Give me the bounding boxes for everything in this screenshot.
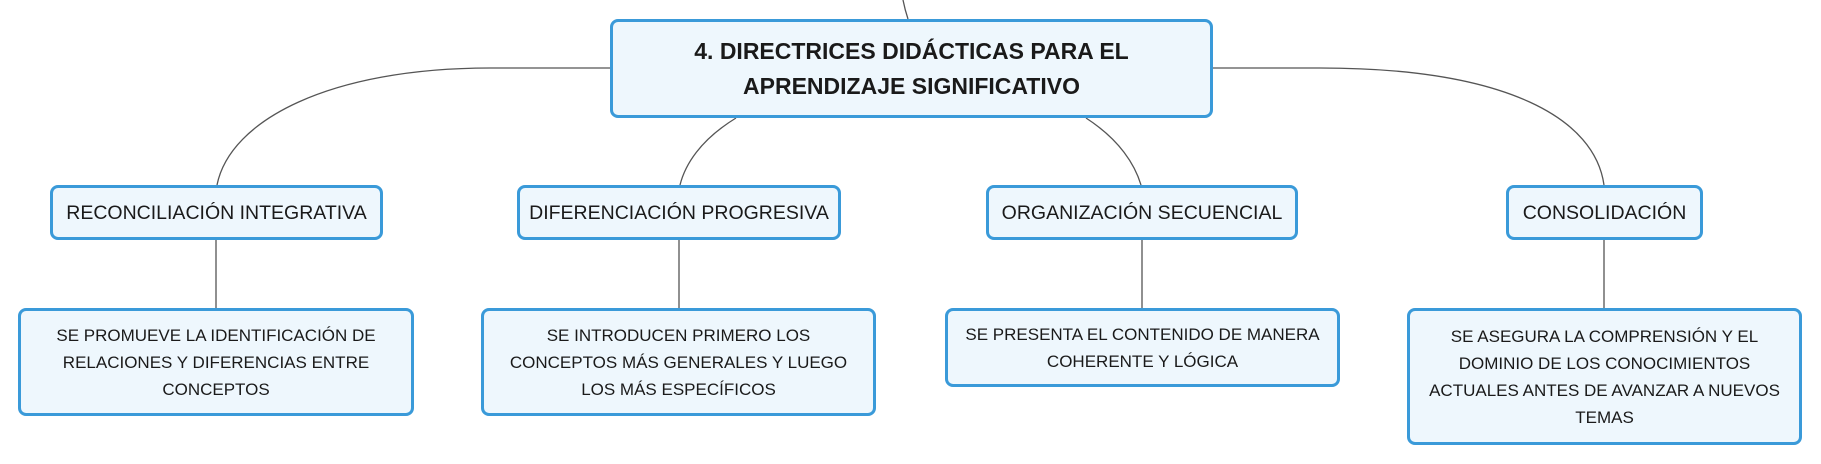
branch-label: CONSOLIDACIÓN [1522, 201, 1687, 224]
detail-node-reconciliacion[interactable]: SE PROMUEVE LA IDENTIFICACIÓN DE RELACIO… [18, 308, 414, 416]
detail-text: SE PRESENTA EL CONTENIDO DE MANERA COHER… [965, 324, 1320, 371]
detail-node-consolidacion[interactable]: SE ASEGURA LA COMPRENSIÓN Y EL DOMINIO D… [1407, 308, 1802, 445]
connector-root-to-branch-4 [1213, 67, 1605, 186]
detail-text: SE ASEGURA LA COMPRENSIÓN Y EL DOMINIO D… [1429, 326, 1780, 427]
connector-root-to-branch-1 [216, 67, 610, 186]
branch-node-consolidacion[interactable]: CONSOLIDACIÓN [1506, 185, 1703, 240]
branch-label: RECONCILIACIÓN INTEGRATIVA [66, 201, 367, 224]
detail-text: SE PROMUEVE LA IDENTIFICACIÓN DE RELACIO… [56, 325, 376, 399]
branch-node-organizacion[interactable]: ORGANIZACIÓN SECUENCIAL [986, 185, 1298, 240]
connector-root-to-branch-3 [1085, 117, 1142, 186]
root-topic-label: 4. DIRECTRICES DIDÁCTICAS PARA EL APREND… [694, 37, 1129, 99]
branch-node-diferenciacion[interactable]: DIFERENCIACIÓN PROGRESIVA [517, 185, 841, 240]
detail-text: SE INTRODUCEN PRIMERO LOS CONCEPTOS MÁS … [509, 325, 848, 399]
branch-label: ORGANIZACIÓN SECUENCIAL [1001, 201, 1283, 224]
root-topic-node[interactable]: 4. DIRECTRICES DIDÁCTICAS PARA EL APREND… [610, 19, 1213, 118]
detail-node-diferenciacion[interactable]: SE INTRODUCEN PRIMERO LOS CONCEPTOS MÁS … [481, 308, 876, 416]
branch-node-reconciliacion[interactable]: RECONCILIACIÓN INTEGRATIVA [50, 185, 383, 240]
connector-root-to-branch-2 [679, 117, 737, 186]
detail-node-organizacion[interactable]: SE PRESENTA EL CONTENIDO DE MANERA COHER… [945, 308, 1340, 387]
connector-parent-to-root [902, 0, 909, 20]
branch-label: DIFERENCIACIÓN PROGRESIVA [529, 201, 829, 224]
